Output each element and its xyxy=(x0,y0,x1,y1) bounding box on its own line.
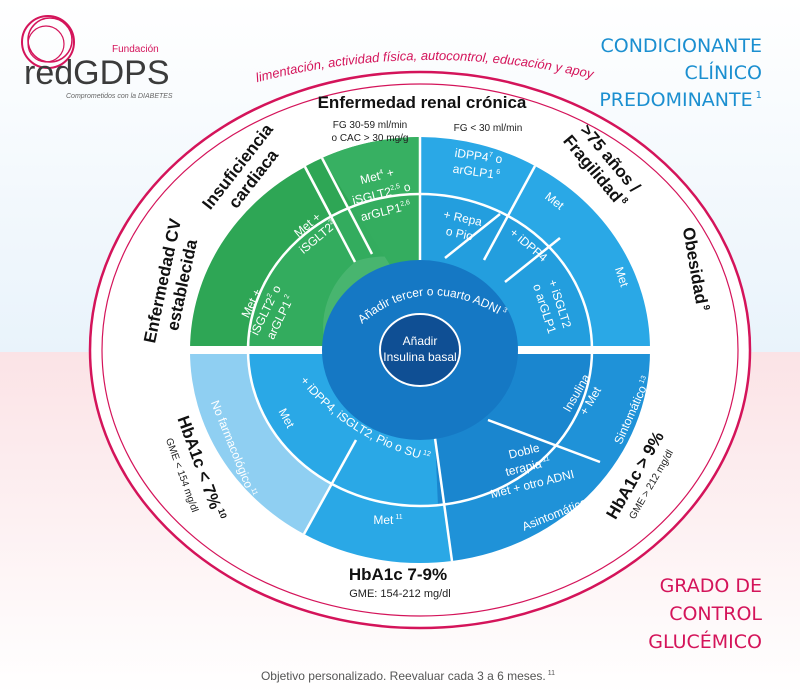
corner-bottom-line3: GLUCÉMICO xyxy=(648,630,762,653)
svg-text:o Pio: o Pio xyxy=(445,224,475,243)
svg-text:Met4 +: Met4 + xyxy=(359,165,396,187)
corner-bottom-line1: GRADO DE xyxy=(660,575,762,597)
corner-top-line2: CLÍNICO xyxy=(685,61,763,84)
svg-text:iDPP47 o: iDPP47 o xyxy=(454,146,504,167)
corner-bottom-line2: CONTROL xyxy=(669,603,762,625)
erc-sub1: FG 30-59 ml/min xyxy=(333,120,407,131)
center-basal-1: Añadir xyxy=(403,334,438,348)
corner-bottom: GRADO DE CONTROL GLUCÉMICO xyxy=(648,575,762,653)
blue-erc-text: iDPP47 o arGLP16 xyxy=(452,146,504,182)
outer-ring-inner xyxy=(101,83,739,617)
logo-foundation: Fundación xyxy=(112,44,159,55)
erc-sub3: FG < 30 ml/min xyxy=(454,123,523,134)
hba1c-mid: HbA1c 7-9% xyxy=(349,565,447,584)
corner-top-line1: CONDICIONANTE xyxy=(600,35,762,57)
hba1c-mid-gme: GME: 154-212 mg/dl xyxy=(349,588,451,600)
logo: Fundación redGDPS Comprometidos con la D… xyxy=(21,15,173,100)
logo-tagline: Comprometidos con la DIABETES xyxy=(66,93,173,100)
logo-name: redGDPS xyxy=(24,54,170,92)
logo-ring-icon xyxy=(21,15,75,69)
center-basal-2: Insulina basal xyxy=(383,350,456,364)
footer-text: Objetivo personalizado. Reevaluar cada 3… xyxy=(261,669,555,683)
blue-met-obes: Met xyxy=(612,265,632,289)
center-inner xyxy=(379,313,461,387)
label-erc: Enfermedad renal crónica xyxy=(318,93,527,112)
svg-text:arGLP16: arGLP16 xyxy=(452,162,501,182)
erc-sub2: o CAC > 30 mg/g xyxy=(332,133,409,144)
